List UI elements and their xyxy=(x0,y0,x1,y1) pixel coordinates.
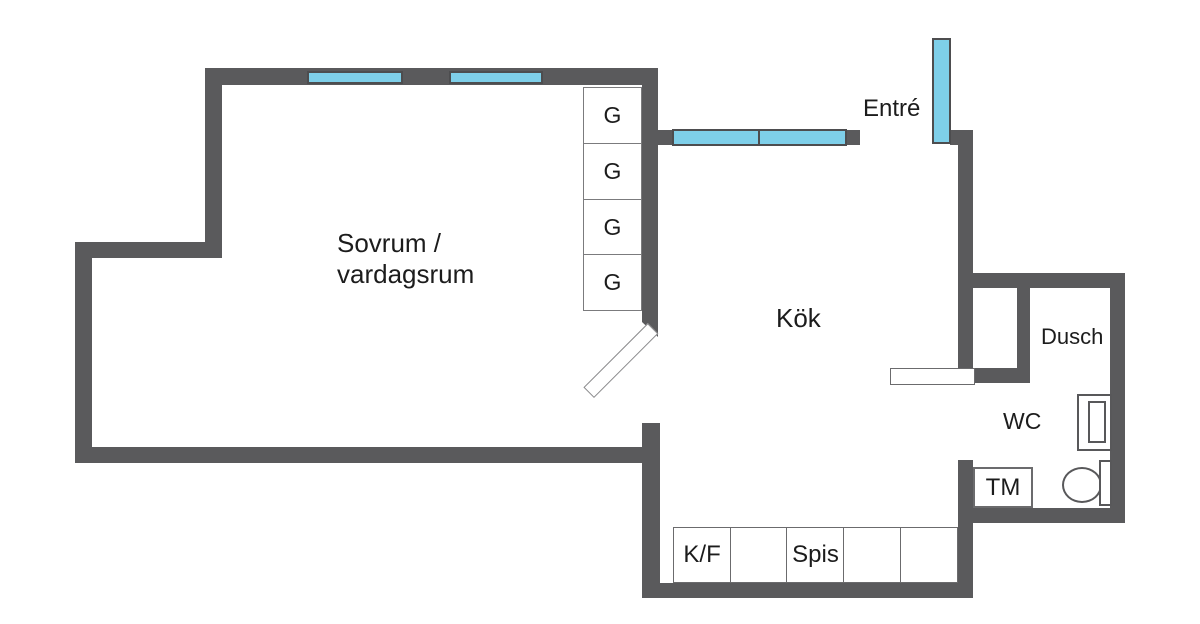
window-living-2 xyxy=(449,71,543,84)
wall-shaft-bottom xyxy=(973,368,1030,383)
wall-bath-bottom xyxy=(973,508,1125,523)
room-label-kok: Kök xyxy=(776,303,821,333)
wall-top xyxy=(205,68,658,85)
wall-bath-right xyxy=(1110,273,1125,523)
wall-entry-right xyxy=(958,130,973,370)
wardrobe-cell: G xyxy=(583,254,642,312)
sink-icon xyxy=(1077,394,1112,451)
wall-step xyxy=(75,242,222,258)
sink-basin xyxy=(1088,401,1106,443)
room-label-dusch: Dusch xyxy=(1041,324,1104,349)
entry-door xyxy=(932,38,951,144)
window-kitchen-mullion xyxy=(757,131,760,144)
wall-bath-top xyxy=(973,273,1125,288)
wall-kitchen-window-stub-left xyxy=(658,130,672,145)
wall-wc-left xyxy=(958,460,973,598)
wardrobe-label: G xyxy=(603,157,622,184)
room-label-entre: Entré xyxy=(863,95,921,122)
wall-wardrobe-side xyxy=(642,85,658,337)
toilet-tank xyxy=(1099,460,1112,506)
fridge-label: K/F xyxy=(683,541,721,568)
wardrobe-cell: G xyxy=(583,87,642,144)
window-kitchen xyxy=(672,129,847,146)
wall-kitchen-window-stub-right xyxy=(843,130,860,145)
wall-upper-left xyxy=(205,68,222,258)
washing-machine-label: TM xyxy=(985,473,1021,501)
room-label-sovrum-vardagsrum: Sovrum / vardagsrum xyxy=(337,228,474,290)
kitchen-counter-row: K/F Spis xyxy=(673,527,959,583)
counter-bench xyxy=(890,368,975,385)
washing-machine: TM xyxy=(973,467,1033,508)
wall-left xyxy=(75,242,92,463)
wall-sovrum-bottom xyxy=(75,447,660,463)
wardrobe-cell: G xyxy=(583,198,642,256)
wall-kitchen-left xyxy=(642,423,660,597)
door-leaf xyxy=(583,323,659,398)
toilet-icon xyxy=(1062,467,1102,503)
counter-cell-fridge: K/F xyxy=(673,527,732,583)
counter-cell xyxy=(843,527,902,583)
window-living-1 xyxy=(307,71,403,84)
wall-kitchen-bottom xyxy=(642,583,973,598)
wardrobe-label: G xyxy=(603,213,622,240)
counter-cell xyxy=(899,527,959,583)
room-label-line2: vardagsrum xyxy=(337,259,475,289)
wardrobe-label: G xyxy=(603,102,622,128)
wardrobe-column: G G G G xyxy=(583,87,642,312)
room-label-wc: WC xyxy=(1003,408,1042,434)
wall-shower-partition xyxy=(1017,288,1030,383)
counter-cell-stove: Spis xyxy=(786,527,845,583)
room-label-line1: Sovrum / xyxy=(337,228,442,258)
stove-label: Spis xyxy=(792,541,839,568)
wardrobe-cell: G xyxy=(583,142,642,200)
counter-cell xyxy=(729,527,788,583)
wardrobe-label: G xyxy=(603,269,622,296)
